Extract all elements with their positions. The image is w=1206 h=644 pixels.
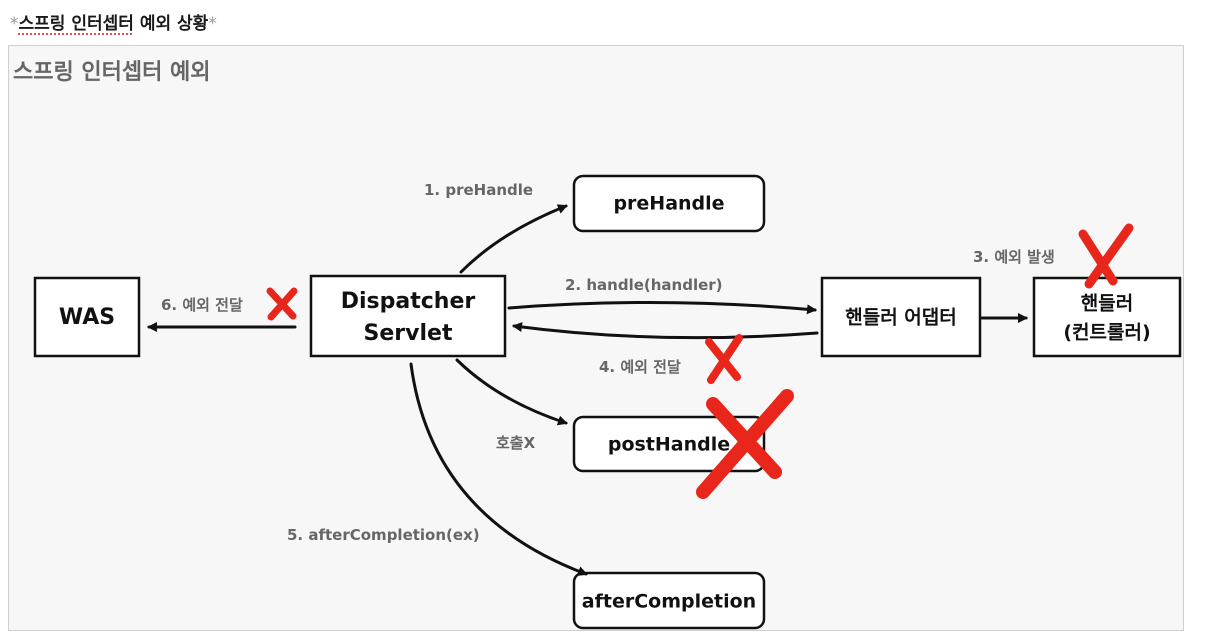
label-step2: 2. handle(handler) <box>565 276 723 294</box>
label-step3: 3. 예외 발생 <box>973 248 1055 266</box>
handler-label-line1: 핸들러 <box>1081 293 1133 315</box>
dispatcher-servlet-box: Dispatcher Servlet <box>309 274 507 358</box>
label-step1: 1. preHandle <box>424 181 533 199</box>
header-asterisk-left: * <box>10 14 19 34</box>
header-rest-text: 예외 상황 <box>133 14 209 34</box>
arrow-aftercompletion <box>409 362 588 576</box>
posthandle-box: postHandle <box>572 415 766 473</box>
handler-adapter-label: 핸들러 어댑터 <box>845 307 957 329</box>
label-step5: 5. afterCompletion(ex) <box>287 526 480 544</box>
x-mark-step6-icon <box>266 287 298 321</box>
arrow-handle <box>507 300 817 315</box>
dispatcher-label-line1: Dispatcher <box>341 289 476 314</box>
handler-label-line2: (컨트롤러) <box>1063 322 1150 344</box>
handler-adapter-box: 핸들러 어댑터 <box>820 276 982 358</box>
x-mark-step3-icon <box>1078 223 1134 289</box>
header-underlined-text: 스프링 인터셉터 <box>18 14 134 34</box>
diagram-title: 스프링 인터셉터 예외 <box>13 60 211 85</box>
was-box: WAS <box>33 276 141 358</box>
was-label: WAS <box>59 305 115 330</box>
arrow-posthandle <box>455 358 568 426</box>
aftercompletion-label: afterCompletion <box>582 591 756 613</box>
x-mark-posthandle-icon <box>696 389 794 499</box>
flow-diagram: WAS Dispatcher Servlet preHandle 핸들러 어댑터… <box>33 174 1182 630</box>
prehandle-box: preHandle <box>572 174 766 233</box>
x-mark-step4-icon <box>705 334 743 384</box>
label-step4: 4. 예외 전달 <box>599 358 681 376</box>
label-not-called: 호출X <box>496 434 536 452</box>
posthandle-label: postHandle <box>608 434 730 456</box>
label-step6: 6. 예외 전달 <box>161 296 243 314</box>
page-header: *스프링 인터셉터 예외 상황* <box>10 9 217 34</box>
aftercompletion-box: afterCompletion <box>572 571 766 630</box>
diagram-frame: 스프링 인터셉터 예외 WAS Dispatcher Servlet preHa… <box>8 45 1184 631</box>
arrow-exception-return <box>512 322 819 340</box>
dispatcher-label-line2: Servlet <box>364 321 453 346</box>
header-asterisk-right: * <box>208 14 217 34</box>
prehandle-label: preHandle <box>613 193 724 215</box>
arrow-prehandle <box>459 204 568 274</box>
handler-box: 핸들러 (컨트롤러) <box>1032 276 1182 358</box>
